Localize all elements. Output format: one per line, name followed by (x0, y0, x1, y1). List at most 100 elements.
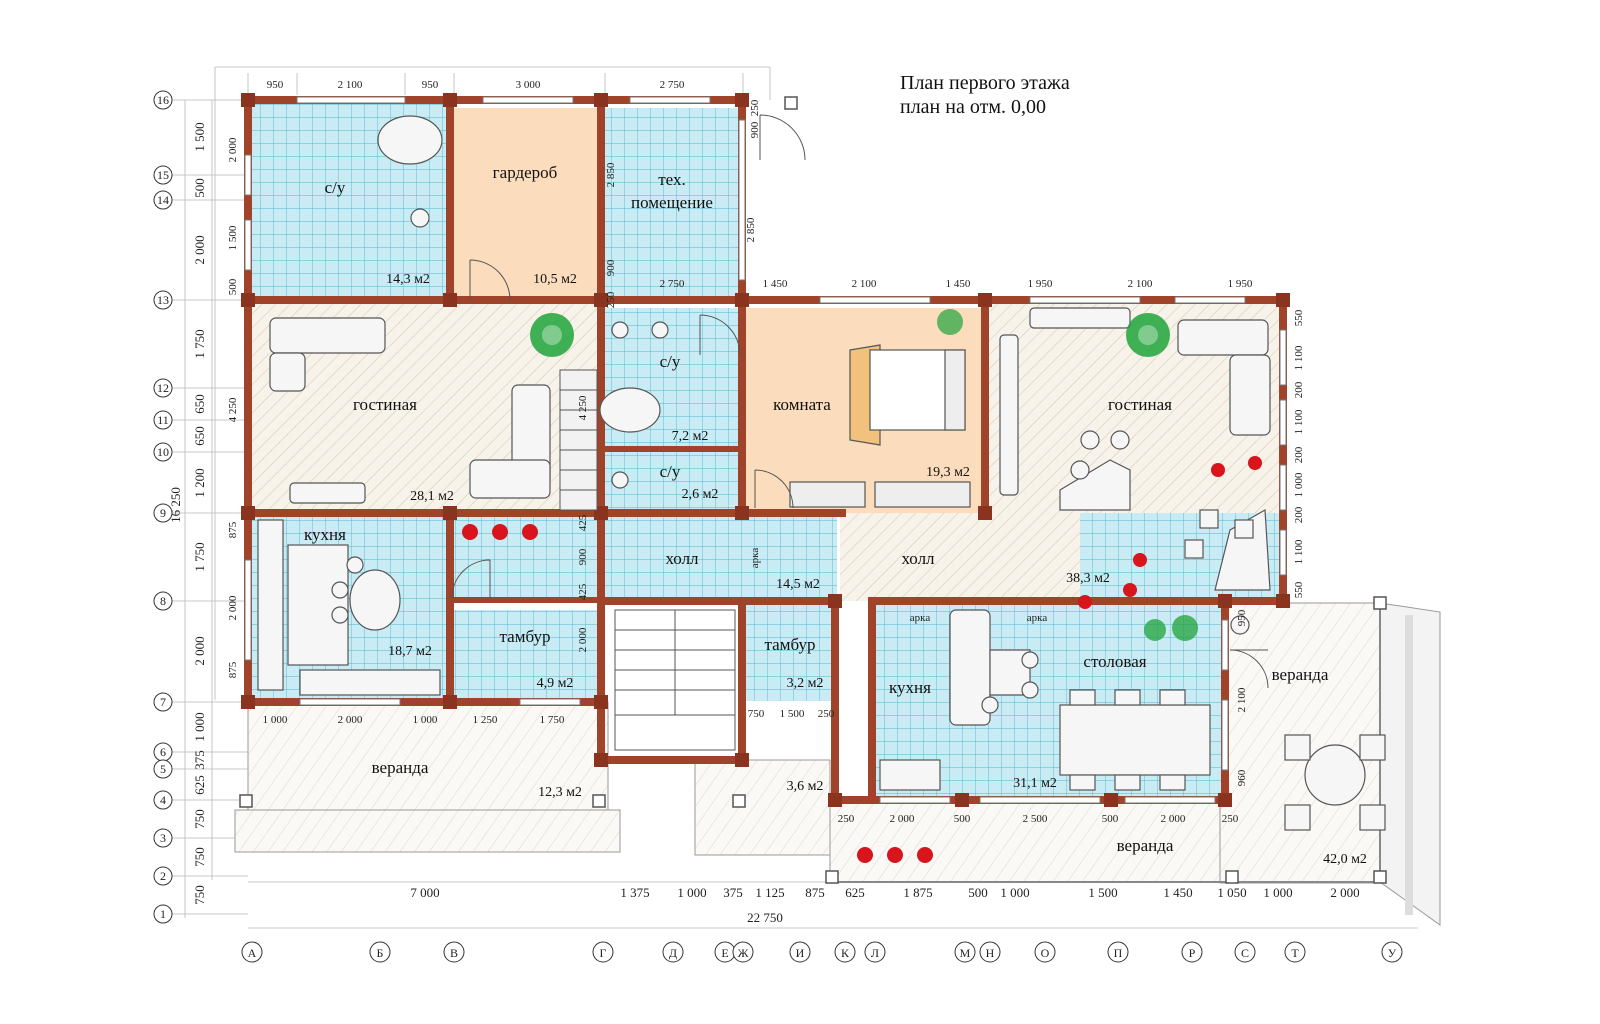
dim-right: 1 100 (1293, 409, 1305, 434)
dim-inner-left: 4 250 (227, 397, 239, 422)
dim-bottom: 500 (968, 885, 988, 900)
room-living-1-area: 28,1 м2 (410, 489, 454, 504)
room-veranda-3-area: 42,0 м2 (1323, 852, 1367, 867)
room-tech-label: тех. (658, 170, 686, 189)
room-hall-1-area: 14,5 м2 (776, 577, 820, 592)
dim-left: 750 (192, 847, 207, 867)
row-axis-label: 8 (160, 594, 166, 608)
dim-bottom: 1 875 (903, 885, 932, 900)
dim-top: 950 (422, 79, 439, 91)
dim-right: 1 100 (1293, 345, 1305, 370)
dim-inner-left: 2 000 (227, 595, 239, 620)
flowers (462, 456, 1262, 863)
row-axis-label: 7 (160, 695, 166, 709)
column-axis-label: Т (1291, 946, 1299, 960)
plan-title: План первого этажа (900, 72, 1070, 94)
wall-columns (241, 93, 1290, 807)
plants (530, 309, 1198, 641)
dim-row7: 2 000 (338, 714, 363, 726)
dim-veranda: 2 100 (1236, 687, 1248, 712)
room-bathroom-3-area: 2,6 м2 (682, 487, 719, 502)
room-kitchen-1-label: кухня (304, 525, 346, 544)
room-vestibule-2-area: 3,2 м2 (787, 676, 824, 691)
room-bathroom-1-area: 14,3 м2 (386, 272, 430, 287)
dim-tambur: 1 500 (780, 708, 805, 720)
room-vestibule-2-label: тамбур (765, 635, 816, 654)
arch-note-2: арка (1027, 612, 1048, 624)
room-tech-label-2: помещение (631, 193, 713, 212)
windows (244, 96, 1287, 804)
room-bathroom-3-label: с/у (660, 462, 681, 481)
room-vestibule-1-label: тамбур (500, 627, 551, 646)
row-axis-label: 14 (157, 193, 169, 207)
room-dining-area: 31,1 м2 (1013, 776, 1057, 791)
dim-left: 650 (192, 426, 207, 446)
dim-mid: 250 (749, 99, 761, 116)
dim-row4: 500 (954, 813, 971, 825)
column-axis-label: П (1114, 946, 1123, 960)
dim-bottom: 1 000 (1000, 885, 1029, 900)
row-axis-label: 1 (160, 907, 166, 921)
dim-bottom: 1 375 (620, 885, 649, 900)
dim-row4: 500 (1102, 813, 1119, 825)
column-axis-label: Е (721, 946, 728, 960)
doors (451, 114, 1269, 689)
column-axes (241, 941, 1403, 963)
dim-row4: 2 500 (1023, 813, 1048, 825)
column-axis-labels: А Б В Г Д Е Ж И К Л М Н О П Р С Т У (248, 946, 1397, 960)
room-wardrobe-label: гардероб (493, 163, 558, 182)
dim-bottom: 875 (805, 885, 825, 900)
arch-note-3: арка (749, 548, 761, 569)
room-labels: с/у 14,3 м2 гардероб 10,5 м2 тех. помеще… (304, 163, 1367, 867)
room-hall-1-label: холл (665, 549, 699, 568)
dim-veranda: 950 (1236, 609, 1248, 626)
column-axis-label: Р (1189, 946, 1196, 960)
dim-left: 2 000 (192, 636, 207, 665)
dim-left: 2 000 (192, 235, 207, 264)
row-axis-label: 4 (160, 793, 166, 807)
column-axis-label: И (796, 946, 805, 960)
room-bedroom-area: 19,3 м2 (926, 465, 970, 480)
row-axis-label: 15 (157, 168, 169, 182)
room-bathroom-1-label: с/у (325, 178, 346, 197)
row-axis-label: 13 (157, 293, 169, 307)
dim-row4: 2 000 (1161, 813, 1186, 825)
dim-bottom: 1 125 (755, 885, 784, 900)
room-bathroom-2-area: 7,2 м2 (672, 429, 709, 444)
dim-inner-mid: 425 (577, 514, 589, 531)
dim-inner-mid: 4 250 (577, 395, 589, 420)
row-axis-label: 9 (160, 506, 166, 520)
column-axis-label: К (841, 946, 850, 960)
dim-left: 1 000 (192, 712, 207, 741)
row-axis-label: 6 (160, 745, 166, 759)
dim-left: 375 (192, 750, 207, 770)
dim-inner-mid: 2 850 (605, 162, 617, 187)
dim-bottom: 2 000 (1330, 885, 1359, 900)
dim-right: 1 100 (1293, 539, 1305, 564)
dim-top: 2 750 (660, 79, 685, 91)
column-axis-label: Г (600, 946, 607, 960)
dim-bottom: 1 500 (1088, 885, 1117, 900)
column-axis-label: Л (871, 946, 879, 960)
column-axis-label: Б (377, 946, 384, 960)
dim-tambur: 250 (818, 708, 835, 720)
dim-row7: 1 000 (263, 714, 288, 726)
dim-veranda: 960 (1236, 769, 1248, 786)
dim-inner-mid: 900 (605, 259, 617, 276)
dim-left: 1 750 (192, 329, 207, 358)
row-axis-label: 16 (157, 93, 169, 107)
dim-left: 500 (192, 178, 207, 198)
room-porch-area: 3,6 м2 (787, 779, 824, 794)
dim-inner-mid: 900 (577, 548, 589, 565)
dim-mid: 1 950 (1028, 278, 1053, 290)
room-veranda-2-label: веранда (1117, 836, 1174, 855)
dim-left: 625 (192, 775, 207, 795)
dim-bottom: 1 000 (1263, 885, 1292, 900)
room-wardrobe-area: 10,5 м2 (533, 272, 577, 287)
dim-left: 1 200 (192, 468, 207, 497)
column-axis-label: Ж (738, 946, 749, 960)
room-veranda-1-area: 12,3 м2 (538, 785, 582, 800)
dim-left: 1 750 (192, 542, 207, 571)
room-living-2-area: 38,3 м2 (1066, 571, 1110, 586)
